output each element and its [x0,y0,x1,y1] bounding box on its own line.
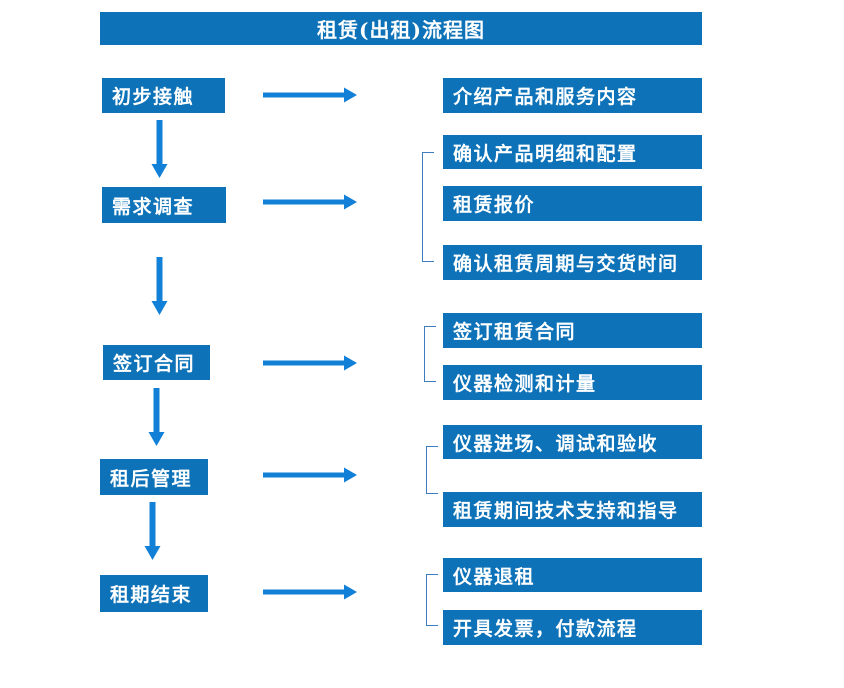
down-arrow-icon [144,502,161,560]
right-arrow-icon [263,194,357,210]
group-bracket-demand-survey [422,152,434,262]
step-label: 需求调查 [112,195,195,218]
step-box-initial-contact: 初步接触 [102,78,225,113]
detail-label: 确认租赁周期与交货时间 [453,253,679,275]
detail-box-confirm-product-details: 确认产品明细和配置 [443,135,702,169]
step-label: 初步接触 [112,86,195,108]
down-arrow-icon [151,120,168,178]
right-arrow-icon [263,584,357,600]
step-box-sign-contract: 签订合同 [103,345,210,380]
detail-label: 签订租赁合同 [453,321,577,343]
detail-label: 开具发票，付款流程 [453,618,638,640]
step-label: 租期结束 [110,584,193,606]
detail-label: 仪器退租 [453,565,536,588]
detail-box-instrument-return: 仪器退租 [443,558,702,592]
detail-box-sign-rental-contract: 签订租赁合同 [443,313,702,348]
group-bracket-rental-end [426,574,438,626]
down-arrow-icon [148,388,165,446]
detail-box-confirm-rental-period: 确认租赁周期与交货时间 [443,245,702,280]
detail-box-technical-support: 租赁期间技术支持和指导 [443,492,702,527]
diagram-title: 租赁(出租)流程图 [317,18,485,42]
detail-label: 租赁报价 [453,194,536,216]
right-arrow-icon [263,87,357,103]
detail-label: 租赁期间技术支持和指导 [453,500,679,522]
group-bracket-post-rental [426,446,438,494]
detail-label: 介绍产品和服务内容 [453,86,638,108]
right-arrow-icon [263,355,357,371]
step-box-demand-survey: 需求调查 [102,187,226,223]
step-box-post-rental-management: 租后管理 [100,459,208,495]
down-arrow-icon [151,257,168,315]
detail-box-invoice-payment: 开具发票，付款流程 [443,610,702,645]
group-bracket-sign-contract [424,326,436,382]
detail-box-introduce-products: 介绍产品和服务内容 [443,78,702,113]
detail-box-rental-quote: 租赁报价 [443,186,702,221]
detail-label: 仪器检测和计量 [453,373,597,395]
detail-label: 确认产品明细和配置 [453,142,638,165]
diagram-title-bar: 租赁(出租)流程图 [100,12,702,45]
detail-box-instrument-setup-acceptance: 仪器进场、调试和验收 [443,425,702,459]
step-label: 签订合同 [113,353,196,375]
step-box-rental-end: 租期结束 [100,575,208,612]
detail-box-instrument-testing: 仪器检测和计量 [443,365,702,400]
right-arrow-icon [263,467,357,483]
step-label: 租后管理 [110,467,193,490]
detail-label: 仪器进场、调试和验收 [453,432,659,455]
